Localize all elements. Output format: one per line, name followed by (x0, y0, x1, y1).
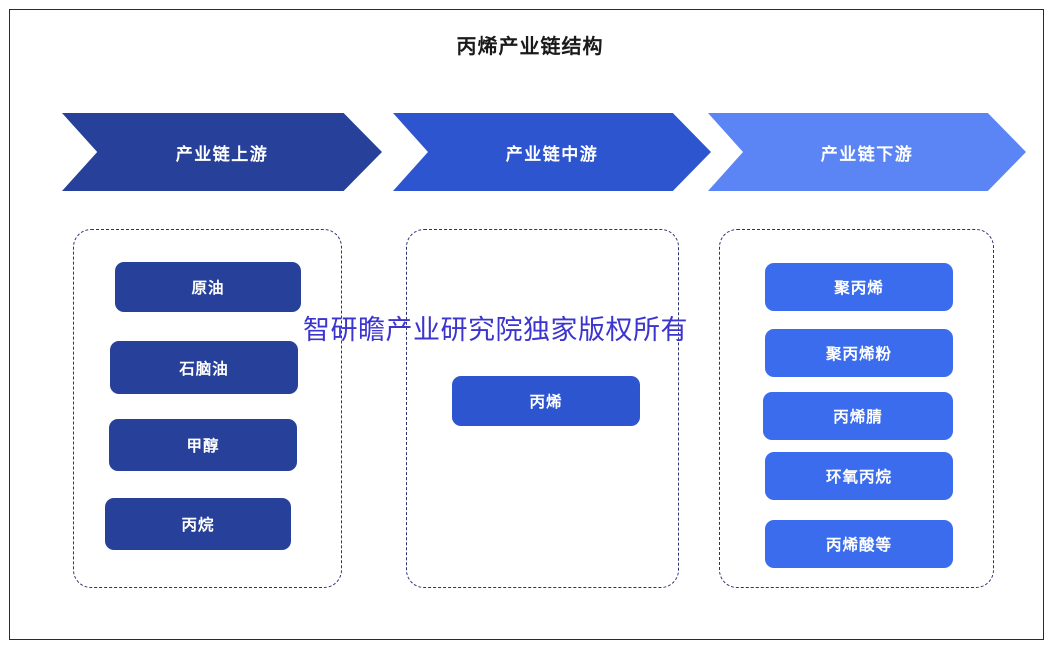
outer-frame (9, 9, 1044, 640)
stage-container-downstream (719, 229, 994, 588)
node-item[interactable]: 甲醇 (109, 419, 297, 471)
page-title: 丙烯产业链结构 (456, 34, 604, 58)
stage-container-midstream (406, 229, 679, 588)
node-item[interactable]: 聚丙烯 (765, 263, 953, 311)
node-item[interactable]: 丙烯酸等 (765, 520, 953, 568)
node-item[interactable]: 原油 (115, 262, 301, 312)
stage-banner-label-upstream: 产业链上游 (175, 144, 269, 165)
node-item[interactable]: 丙烯 (452, 376, 640, 426)
stage-banner-label-downstream: 产业链下游 (820, 144, 914, 165)
watermark-text: 智研瞻产业研究院独家版权所有 (303, 315, 688, 346)
node-item[interactable]: 丙烷 (105, 498, 291, 550)
node-item[interactable]: 聚丙烯粉 (765, 329, 953, 377)
stage-banner-upstream[interactable]: 产业链上游 (62, 113, 382, 191)
node-item[interactable]: 环氧丙烷 (765, 452, 953, 500)
stage-banner-midstream[interactable]: 产业链中游 (393, 113, 711, 191)
node-item[interactable]: 丙烯腈 (763, 392, 953, 440)
node-item[interactable]: 石脑油 (110, 341, 298, 394)
stage-banner-label-midstream: 产业链中游 (505, 144, 599, 165)
stage-container-upstream (73, 229, 342, 588)
stage-banner-downstream[interactable]: 产业链下游 (708, 113, 1026, 191)
